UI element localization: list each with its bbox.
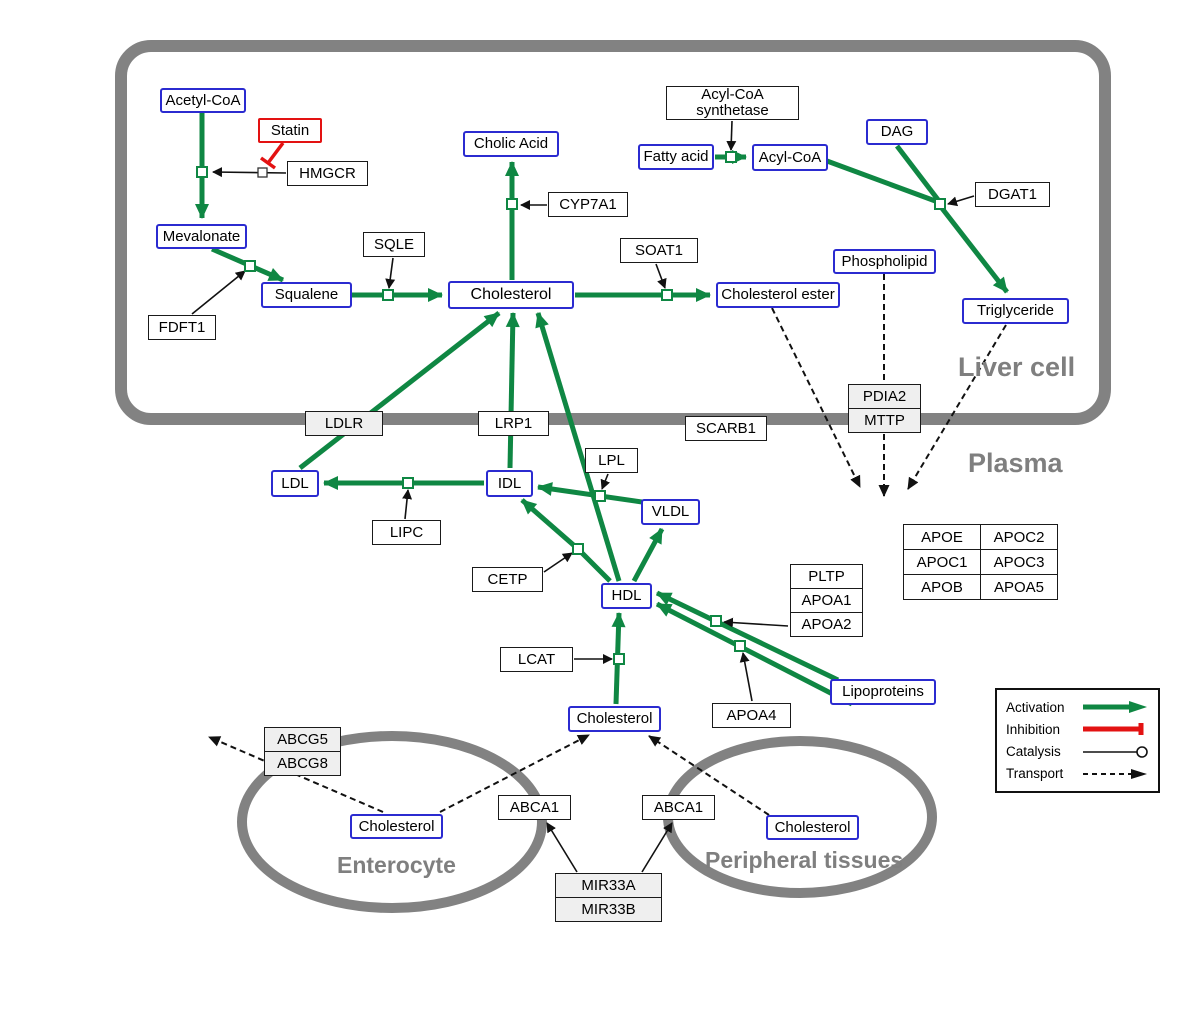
hmgcr-port-node — [257, 167, 268, 178]
legend-catalysis-label: Catalysis — [1006, 744, 1061, 760]
node-cholesterol-ester[interactable]: Cholesterol ester — [716, 282, 840, 308]
node-acetyl-coa[interactable]: Acetyl-CoA — [160, 88, 246, 113]
catalysis-edges — [191, 120, 975, 873]
node-cholesterol-enterocyte[interactable]: Cholesterol — [350, 814, 443, 839]
node-lipc[interactable]: LIPC — [372, 520, 441, 545]
apo-table-cell[interactable]: APOE — [903, 524, 981, 550]
node-acyl-coa-synthetase[interactable]: Acyl-CoA synthetase — [666, 86, 799, 120]
node-soat1[interactable]: SOAT1 — [620, 238, 698, 263]
node-triglyceride[interactable]: Triglyceride — [962, 298, 1069, 324]
node-lpl[interactable]: LPL — [585, 448, 638, 473]
legend: Activation Inhibition Catalysis Transpor… — [995, 688, 1160, 793]
node-hdl[interactable]: HDL — [601, 583, 652, 609]
node-fatty-acid[interactable]: Fatty acid — [638, 144, 714, 170]
legend-row-activation: Activation — [1006, 697, 1149, 717]
enterocyte-membrane — [237, 731, 547, 913]
node-lipoproteins[interactable]: Lipoproteins — [830, 679, 936, 705]
node-pdia2[interactable]: PDIA2 — [848, 384, 921, 409]
plasma-label: Plasma — [968, 448, 1063, 478]
peripheral-tissues-label: Peripheral tissues — [705, 847, 904, 873]
node-abcg5[interactable]: ABCG5 — [264, 727, 341, 752]
node-dgat1[interactable]: DGAT1 — [975, 182, 1050, 207]
reaction-nodes — [196, 151, 946, 665]
node-idl[interactable]: IDL — [486, 470, 533, 497]
node-acyl-coa[interactable]: Acyl-CoA — [752, 144, 828, 171]
node-cyp7a1[interactable]: CYP7A1 — [548, 192, 628, 217]
node-fdft1[interactable]: FDFT1 — [148, 315, 216, 340]
apo-table-cell[interactable]: APOA5 — [980, 574, 1058, 600]
node-sqle[interactable]: SQLE — [363, 232, 425, 257]
inhibition-edge-statin-hmgcr — [259, 141, 285, 170]
node-apoa1[interactable]: APOA1 — [790, 588, 863, 613]
catalysis-circle-icon — [1083, 745, 1148, 758]
node-hmgcr[interactable]: HMGCR — [287, 161, 368, 186]
apo-table-cell[interactable]: APOC2 — [980, 524, 1058, 550]
node-phospholipid[interactable]: Phospholipid — [833, 249, 936, 274]
node-apoa4[interactable]: APOA4 — [712, 703, 791, 728]
activation-arrow-icon — [1083, 701, 1147, 713]
node-abca1-left[interactable]: ABCA1 — [498, 795, 571, 820]
legend-row-transport: Transport — [1006, 764, 1149, 784]
node-abca1-right[interactable]: ABCA1 — [642, 795, 715, 820]
enterocyte-label: Enterocyte — [337, 852, 456, 878]
legend-activation-label: Activation — [1006, 699, 1065, 715]
legend-row-inhibition: Inhibition — [1006, 719, 1149, 739]
node-ldl[interactable]: LDL — [271, 470, 319, 497]
liver-cell-membrane — [115, 40, 1111, 425]
node-mttp[interactable]: MTTP — [848, 408, 921, 433]
node-cetp[interactable]: CETP — [472, 567, 543, 592]
node-pltp[interactable]: PLTP — [790, 564, 863, 589]
node-cholesterol-plasma[interactable]: Cholesterol — [568, 706, 661, 732]
node-mir33b[interactable]: MIR33B — [555, 897, 662, 922]
node-mir33a[interactable]: MIR33A — [555, 873, 662, 898]
node-vldl[interactable]: VLDL — [641, 499, 700, 525]
node-cholesterol-liver[interactable]: Cholesterol — [448, 281, 574, 309]
node-lrp1[interactable]: LRP1 — [478, 411, 549, 436]
node-lcat[interactable]: LCAT — [500, 647, 573, 672]
node-cholesterol-peripheral[interactable]: Cholesterol — [766, 815, 859, 840]
node-abcg8[interactable]: ABCG8 — [264, 751, 341, 776]
node-cholic-acid[interactable]: Cholic Acid — [463, 131, 559, 157]
transport-dashed-arrow-icon — [1083, 768, 1147, 779]
apo-table-cell[interactable]: APOC3 — [980, 549, 1058, 575]
node-dag[interactable]: DAG — [866, 119, 928, 145]
apo-table-cell[interactable]: APOB — [903, 574, 981, 600]
apo-table-cell[interactable]: APOC1 — [903, 549, 981, 575]
inhibition-tbar-icon — [1083, 723, 1144, 736]
node-squalene[interactable]: Squalene — [261, 282, 352, 308]
node-scarb1[interactable]: SCARB1 — [685, 416, 767, 441]
node-ldlr[interactable]: LDLR — [305, 411, 383, 436]
liver-cell-label: Liver cell — [958, 352, 1076, 382]
legend-inhibition-label: Inhibition — [1006, 721, 1061, 737]
apolipoprotein-table: APOE APOC2 APOC1 APOC3 APOB APOA5 — [903, 524, 1058, 600]
legend-row-catalysis: Catalysis — [1006, 742, 1149, 762]
legend-transport-label: Transport — [1006, 766, 1064, 782]
node-statin[interactable]: Statin — [258, 118, 322, 143]
node-mevalonate[interactable]: Mevalonate — [156, 224, 247, 249]
node-apoa2[interactable]: APOA2 — [790, 612, 863, 637]
